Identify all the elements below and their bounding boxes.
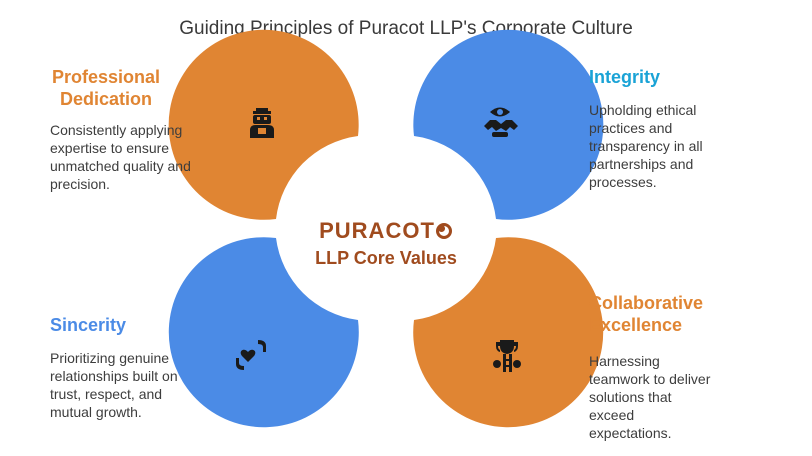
hands-heart-icon [236,340,266,370]
heading-sincerity: Sincerity [50,314,126,336]
desc-integrity: Upholding ethical practices and transpar… [589,101,703,191]
brand-swirl-icon [435,223,452,239]
heading-integrity: Integrity [589,66,660,88]
desc-line: unmatched quality and [50,158,191,174]
heading-line: Excellence [589,315,683,335]
heading-line: Integrity [589,67,661,87]
desc-professional-dedication: Consistently applying expertise to ensur… [50,121,191,193]
desc-line: Prioritizing genuine [50,350,170,366]
desc-line: precision. [50,176,110,192]
trophy-ladder-icon [493,340,521,372]
desc-line: relationships built on [50,368,178,384]
brand-wordmark: PURACOT [319,218,435,243]
handshake-eye-icon [484,107,518,137]
desc-line: teamwork to deliver [589,371,711,387]
heading-line: Collaborative [589,293,704,313]
desc-line: solutions that [589,389,672,405]
heading-collaborative-excellence: Collaborative Excellence [589,292,703,336]
center-brand-logo: PURACOT [306,218,466,244]
desc-line: exceed [589,407,635,423]
desc-line: expectations. [589,425,672,441]
desc-line: processes. [589,174,657,190]
desc-collaborative-excellence: Harnessing teamwork to deliver solutions… [589,352,710,442]
heading-line: Dedication [59,89,152,109]
center-subtitle: LLP Core Values [315,248,457,268]
desc-sincerity: Prioritizing genuine relationships built… [50,349,178,421]
desc-line: expertise to ensure [50,140,170,156]
desc-line: Harnessing [589,353,660,369]
petal-sincerity [168,237,359,428]
worker-icon [250,108,274,138]
heading-professional-dedication: Professional Dedication [50,66,162,110]
desc-line: mutual growth. [50,404,142,420]
petal-collaborative-excellence [413,237,604,428]
desc-line: trust, respect, and [50,386,163,402]
desc-line: transparency in all [589,138,703,154]
desc-line: Upholding ethical [589,102,697,118]
desc-line: practices and [589,120,673,136]
desc-line: Consistently applying [50,122,183,138]
heading-line: Sincerity [50,315,127,335]
heading-line: Professional [51,67,161,87]
desc-line: partnerships and [589,156,694,172]
petal-professional-dedication [168,29,359,220]
